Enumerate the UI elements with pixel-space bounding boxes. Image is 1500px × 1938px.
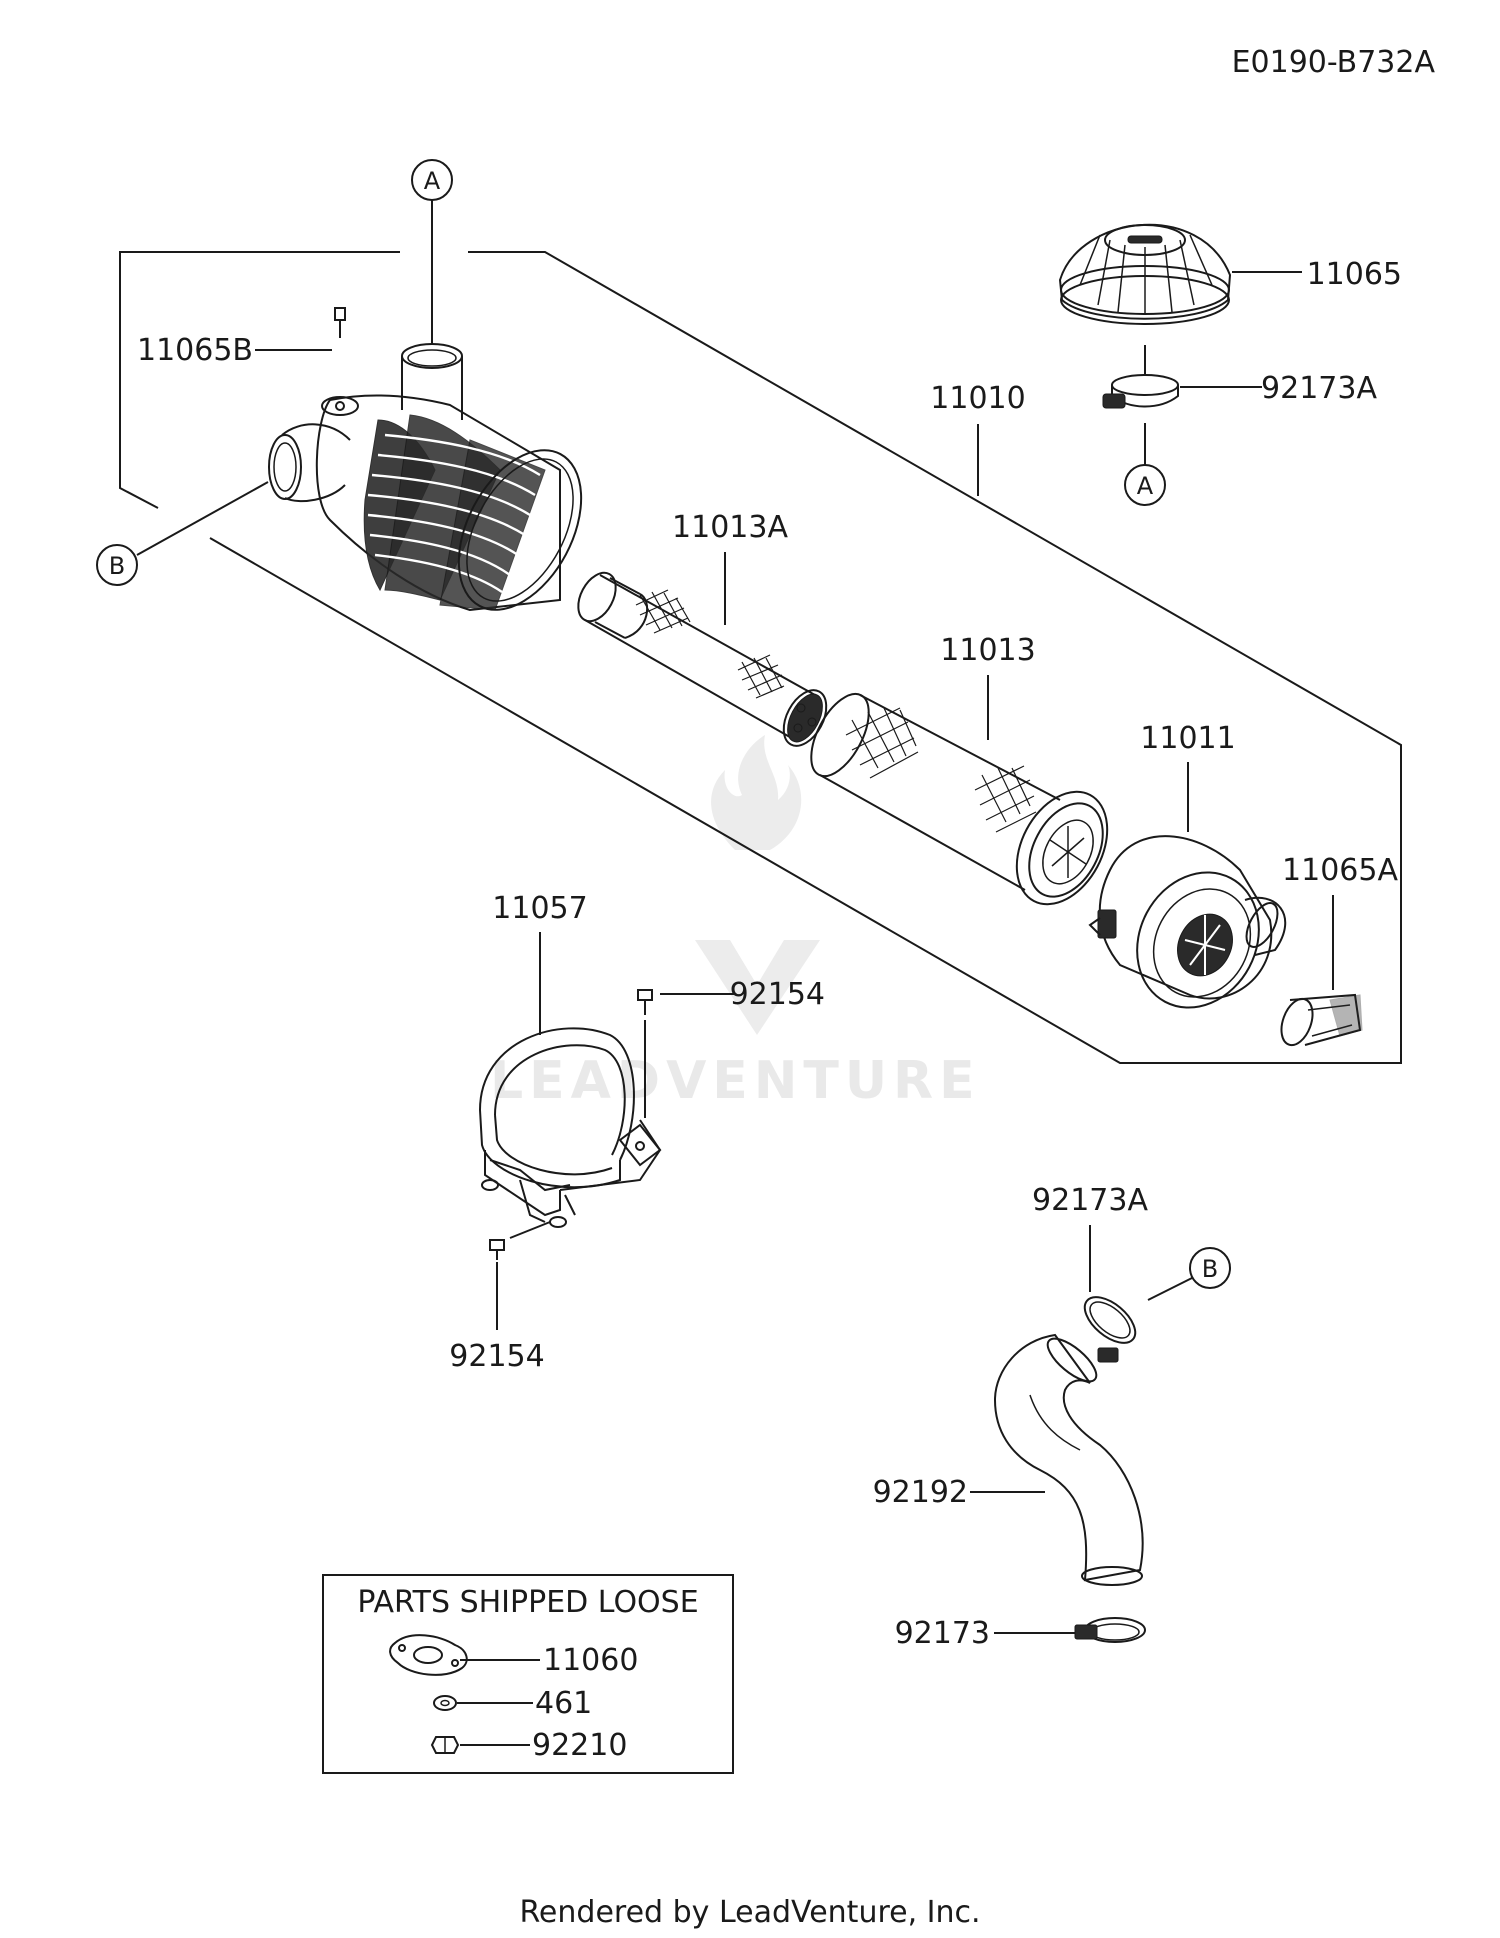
corrugation-ribs	[367, 433, 541, 593]
part-number-11010: 11010	[930, 381, 1025, 416]
part-number-11013A: 11013A	[672, 510, 788, 545]
part-number-461: 461	[535, 1686, 592, 1721]
parts-shipped-loose-box: PARTS SHIPPED LOOSE 11060 461 92210	[322, 1574, 734, 1774]
watermark-text: LEADVENTURE	[490, 1051, 981, 1111]
air-cleaner-housing	[268, 343, 583, 612]
part-number-92154-top: 92154	[730, 977, 825, 1012]
inner-filter-element-11013A	[577, 571, 828, 747]
evacuator-valve-11065A	[1280, 993, 1363, 1047]
leader-callout-b-left	[136, 481, 269, 556]
part-number-92173: 92173	[895, 1616, 990, 1651]
nut-92210	[430, 1736, 460, 1754]
callout-a-right	[1124, 464, 1166, 506]
callout-a-top-letter: A	[424, 167, 441, 195]
callout-b-left	[96, 544, 138, 586]
bolt-92154-top	[637, 989, 653, 1015]
part-number-11065B: 11065B	[137, 333, 253, 368]
part-number-92173A-top: 92173A	[1261, 371, 1377, 406]
parts-shipped-loose-title: PARTS SHIPPED LOOSE	[357, 1585, 698, 1620]
part-number-11060: 11060	[543, 1643, 638, 1678]
diagram-code: E0190-B732A	[1232, 45, 1436, 80]
part-number-11065: 11065	[1307, 257, 1402, 292]
gasket-11060	[389, 1634, 468, 1676]
intake-hose-92192	[993, 1333, 1144, 1586]
hose-clamp-92173	[1074, 1617, 1146, 1643]
part-number-11013: 11013	[940, 633, 1035, 668]
mounting-band-bracket-11057	[479, 1027, 662, 1228]
washer-461	[433, 1695, 457, 1711]
part-number-11065A: 11065A	[1282, 853, 1398, 888]
bolt-11065B	[334, 307, 346, 338]
part-number-11011: 11011	[1140, 721, 1235, 756]
hose-clamp-92173A-bottom	[1083, 1296, 1137, 1363]
watermark: LEADVENTURE	[490, 735, 981, 1111]
footer-credit: Rendered by LeadVenture, Inc.	[519, 1895, 980, 1930]
part-number-92210: 92210	[532, 1728, 627, 1763]
part-number-92192: 92192	[873, 1475, 968, 1510]
air-cleaner-cover-11011	[1088, 835, 1287, 1009]
hose-clamp-92173A-top	[1102, 374, 1179, 409]
bolt-92154-bottom	[489, 1239, 505, 1260]
callout-b-right-letter: B	[1202, 1255, 1218, 1283]
assembly-bracket-11010	[119, 251, 1402, 1064]
part-number-92154-bottom: 92154	[449, 1339, 544, 1374]
parts-shipped-loose-frame	[322, 1574, 734, 1774]
callout-b-right	[1189, 1247, 1231, 1289]
leader-bolt-bottom	[509, 1221, 551, 1239]
leader-callout-b-right	[1147, 1277, 1193, 1301]
precleaner-cap-11065	[1058, 223, 1232, 325]
callout-a-right-letter: A	[1137, 472, 1154, 500]
part-number-92173A-bottom: 92173A	[1032, 1183, 1148, 1218]
callout-b-left-letter: B	[109, 552, 125, 580]
part-number-11057: 11057	[492, 891, 587, 926]
outer-filter-element-11013	[810, 692, 1109, 906]
